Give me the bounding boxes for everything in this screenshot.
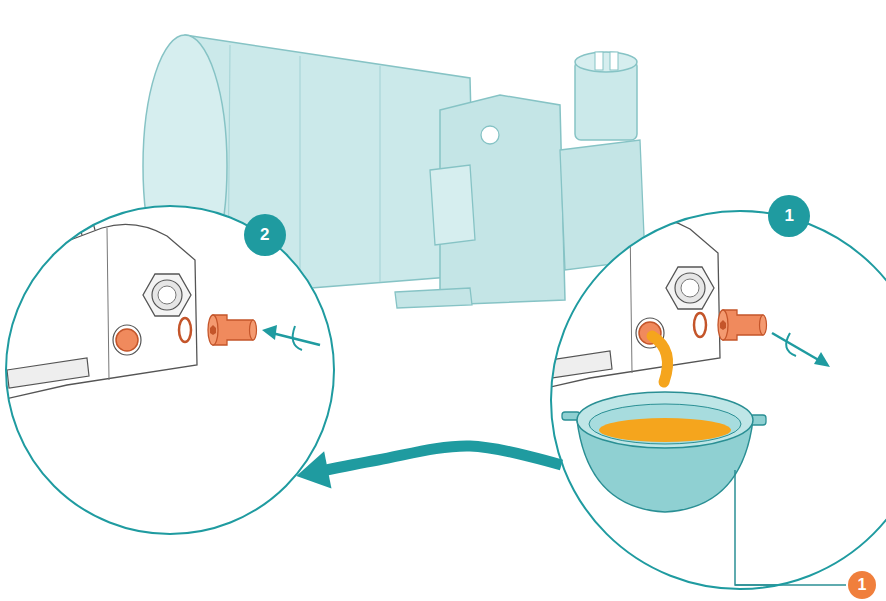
arrow-shaft	[320, 446, 562, 471]
flow-arrow	[296, 446, 561, 489]
zoom-outline	[550, 210, 886, 590]
zoom-border	[6, 206, 334, 534]
step-badge: 1	[768, 195, 810, 237]
zoom-border	[551, 211, 886, 589]
zoom-circle: 1	[550, 210, 886, 590]
refit-detail	[0, 182, 320, 410]
arrow-head	[296, 451, 331, 488]
drain-detail	[480, 175, 846, 585]
step-badge: 2	[244, 214, 286, 256]
leader-line	[735, 584, 846, 586]
zoom-circle: 2	[5, 205, 335, 535]
zoom-outline	[5, 205, 335, 535]
callout-number: 1	[848, 571, 876, 599]
